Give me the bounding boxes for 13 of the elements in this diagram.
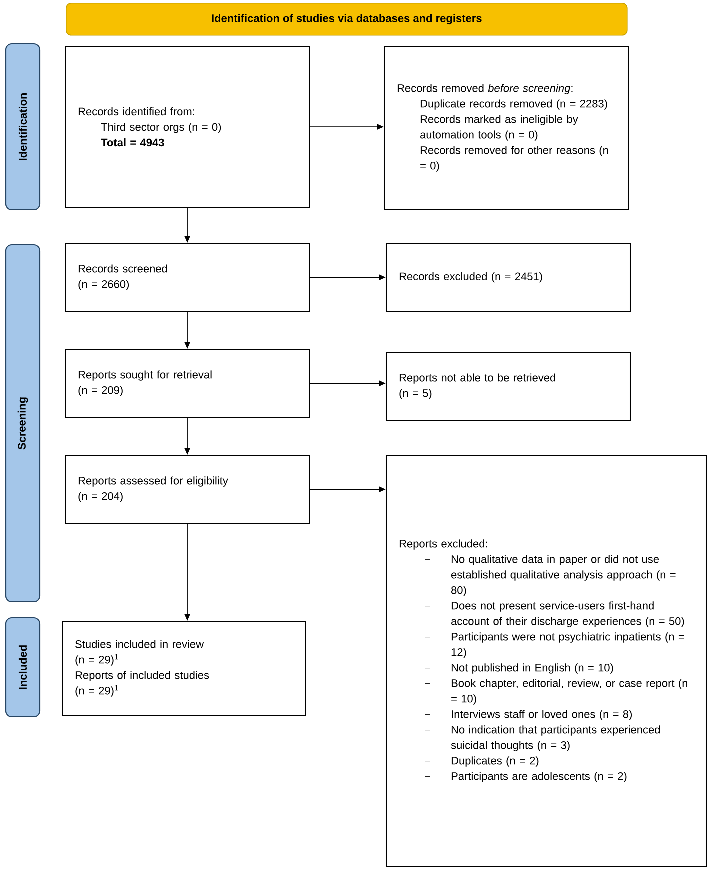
- stage-band: Screening: [5, 244, 41, 603]
- process-box: Reports excluded: No qualitative data in paper or did not use established qualitative analysis approach (n = 80) Does not present service-users first-hand account of their discharge experiences (n = 50) Participants were not psychiatric inpatients (n = 12) Not published in English (n = 10) Book chapter, editorial, review, or case report (n = 10) Interviews staff or loved ones (n = 8) No indication that participants experienced suicidal thoughts (n = 3) Duplicates (n = 2) Participants are adolescents (n = 2): [386, 455, 708, 868]
- process-box: Reports assessed for eligibility (n = 204): [65, 455, 310, 524]
- process-box: Records screened (n = 2660): [65, 243, 310, 312]
- process-box: Reports not able to be retrieved (n = 5): [386, 352, 632, 422]
- process-box: Records identified from: Third sector orgs (n = 0) Total = 4943: [65, 46, 310, 208]
- process-box: Reports sought for retrieval (n = 209): [65, 349, 310, 418]
- stage-band: Identification: [5, 43, 41, 211]
- header-band: Identification of studies via databases and registers: [66, 3, 628, 36]
- process-box: Records removed before screening: Duplicate records removed (n = 2283) Records marked as ineligible by automation tools (n = 0) Records removed for other reasons (n = 0): [384, 46, 630, 210]
- process-box: Records excluded (n = 2451): [386, 243, 632, 312]
- stage-band: Included: [5, 617, 41, 718]
- process-box: Studies included in review (n = 29)$^{1}$ Reports of included studies (n = 29)$^{1}$: [62, 621, 306, 716]
